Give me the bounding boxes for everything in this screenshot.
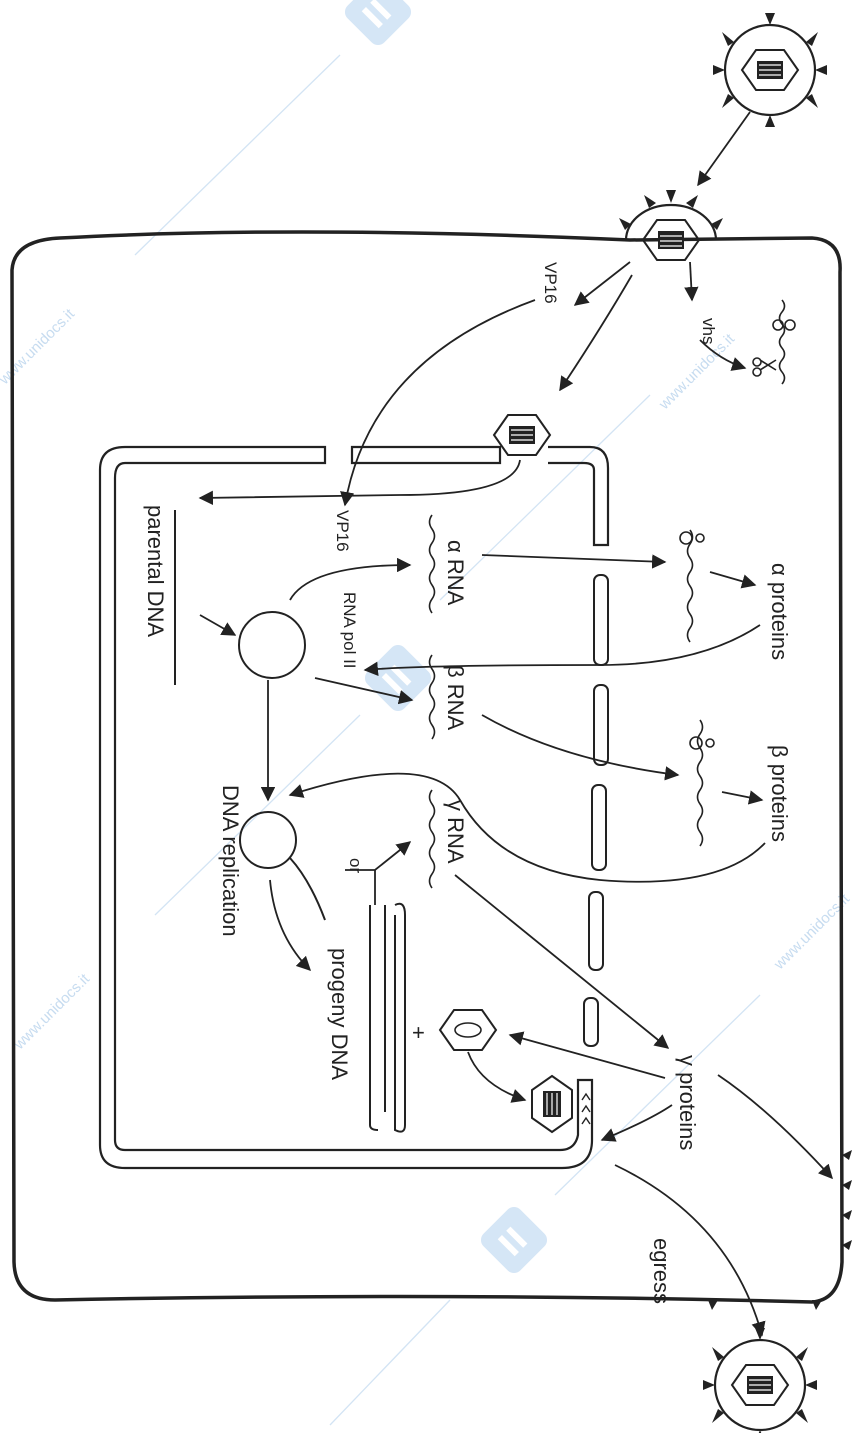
empty-capsid-icon — [440, 1010, 496, 1050]
label-vp16-nucleus: VP16 — [333, 510, 352, 552]
beta-mrna-cytoplasm-icon — [690, 720, 714, 846]
label-parental-dna: parental DNA — [143, 505, 168, 637]
arrow-to-progeny — [270, 880, 310, 970]
label-dna-replication: DNA replication — [218, 785, 243, 937]
incoming-virion-icon — [713, 13, 827, 127]
host-mrna-degraded-icon — [753, 300, 795, 384]
arrow-gamma-to-membrane — [718, 1075, 832, 1178]
arrow-vp16-to-nucleus — [345, 300, 535, 505]
alpha-mrna-cytoplasm-icon — [680, 530, 704, 642]
arrow-alpha-proteins-feedback — [365, 625, 760, 670]
label-gamma-rna: γ RNA — [443, 800, 468, 864]
label-vhs: vhs — [699, 318, 718, 344]
watermark-logo — [341, 0, 415, 49]
membrane-glycoprotein-spikes — [708, 1150, 852, 1310]
label-beta-proteins: β proteins — [767, 745, 792, 842]
arrow-dna-injection — [200, 460, 520, 498]
nuclear-envelope-top — [352, 447, 500, 463]
watermark-logos — [341, 0, 551, 1277]
arrow-capsid-transport — [560, 275, 632, 390]
label-rna-pol-ii: RNA pol II — [340, 592, 359, 669]
arrow-gamma-export — [455, 875, 668, 1048]
label-vp16-cytoplasm: VP16 — [541, 262, 560, 304]
watermark-logo — [361, 641, 435, 715]
progeny-dna-strands — [370, 904, 405, 1132]
watermark-logo — [477, 1203, 551, 1277]
capsid-at-pore-icon — [494, 415, 550, 455]
envelope-spikes-nuclear — [582, 1094, 590, 1124]
label-egress: egress — [649, 1238, 674, 1304]
fusing-virion-icon — [619, 190, 723, 260]
label-gamma-proteins: γ proteins — [675, 1055, 700, 1150]
replicating-genome-icon — [240, 812, 296, 868]
arrow-alpha-export — [482, 555, 665, 562]
nuclear-envelope-top-right — [548, 447, 608, 545]
cell-membrane — [12, 232, 842, 1302]
arrow-vhs-release — [690, 262, 692, 300]
gamma-rna-strand — [430, 790, 435, 888]
plus-sign: + — [412, 1020, 425, 1045]
arrow-alpha-translation — [710, 572, 755, 585]
alpha-rna-strand — [430, 515, 435, 613]
released-virion-icon — [703, 1328, 817, 1433]
arrow-circularization — [200, 615, 235, 635]
arrow-vp16-release — [575, 262, 630, 305]
label-progeny-dna: progeny DNA — [327, 948, 352, 1080]
circular-genome-icon — [239, 612, 305, 678]
arrow-beta-export — [482, 715, 678, 775]
watermark-text: www.unidocs.it — [655, 330, 738, 413]
filled-capsid-icon — [532, 1076, 572, 1132]
label-alpha-rna: α RNA — [443, 540, 468, 606]
arrow-gamma-to-nucleus — [602, 1105, 672, 1140]
label-alpha-proteins: α proteins — [767, 563, 792, 660]
arrow-beta-translation — [722, 792, 762, 800]
arrow-gamma-to-capsid — [510, 1035, 665, 1078]
arrow-entry — [698, 112, 750, 185]
label-or: or — [346, 858, 365, 873]
rolling-circle-tail — [290, 858, 325, 920]
watermark-text: www.unidocs.it — [10, 970, 93, 1053]
nuclear-pores — [584, 575, 608, 1046]
arrow-egress — [615, 1165, 762, 1335]
label-beta-rna: β RNA — [443, 665, 468, 731]
beta-rna-strand — [430, 655, 435, 739]
arrow-dna-packaging — [468, 1052, 525, 1100]
